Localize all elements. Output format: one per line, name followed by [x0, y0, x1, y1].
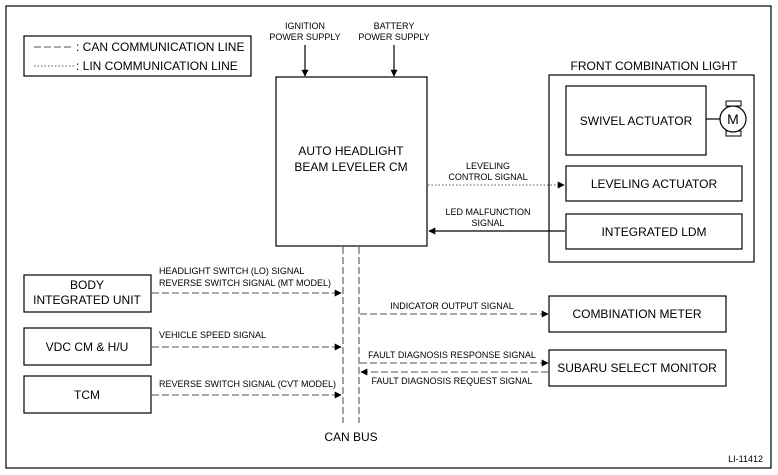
legend: : CAN COMMUNICATION LINE : LIN COMMUNICA…	[23, 35, 252, 77]
integrated-ldm-box	[565, 213, 743, 250]
auto-headlight-cm: AUTO HEADLIGHT BEAM LEVELER CM	[275, 76, 428, 247]
vdc-cm-hu-label: VDC CM & H/U	[46, 340, 129, 354]
battery-label-line1: BATTERY	[374, 21, 415, 31]
led-malfunction-label-line2: SIGNAL	[471, 218, 504, 228]
legend-box	[23, 35, 252, 77]
led-malfunction-label-line1: LED MALFUNCTION	[445, 207, 530, 217]
auto-headlight-cm-label-line1: AUTO HEADLIGHT	[298, 144, 404, 158]
subaru-select-monitor-box	[548, 349, 727, 387]
ignition-power-supply: IGNITION POWER SUPPLY	[269, 21, 341, 77]
combination-meter-box	[548, 295, 727, 333]
ignition-label-line1: IGNITION	[285, 21, 325, 31]
tcm-box	[23, 375, 152, 414]
vdc-cm-hu: VDC CM & H/U	[23, 327, 152, 366]
legend-can-label: : CAN COMMUNICATION LINE	[76, 40, 244, 54]
vehicle-speed-signal-label: VEHICLE SPEED SIGNAL	[159, 330, 266, 340]
auto-headlight-cm-label-line2: BEAM LEVELER CM	[294, 160, 407, 174]
ignition-label-line2: POWER SUPPLY	[269, 32, 340, 42]
motor-label: M	[727, 111, 739, 127]
can-bus: CAN BUS	[324, 247, 378, 444]
indicator-output-signal-label: INDICATOR OUTPUT SIGNAL	[390, 301, 514, 311]
vdc-cm-hu-box	[23, 327, 152, 366]
tcm-label: TCM	[74, 388, 100, 402]
integrated-ldm-label: INTEGRATED LDM	[601, 225, 706, 239]
motor-icon: M	[719, 100, 747, 137]
leveling-control-label-line2: CONTROL SIGNAL	[448, 172, 527, 182]
battery-label-line2: POWER SUPPLY	[358, 32, 429, 42]
subaru-select-monitor: SUBARU SELECT MONITOR	[548, 349, 727, 387]
reverse-cvt-signal-label: REVERSE SWITCH SIGNAL (CVT MODEL)	[159, 379, 336, 389]
body-integrated-unit-label-line2: INTEGRATED UNIT	[33, 293, 141, 307]
tcm: TCM	[23, 375, 152, 414]
fault-request-signal-label: FAULT DIAGNOSIS REQUEST SIGNAL	[371, 376, 532, 386]
outer-frame	[5, 5, 772, 469]
body-integrated-unit-box	[23, 274, 152, 313]
leveling-actuator-box	[565, 165, 743, 202]
body-integrated-unit: BODY INTEGRATED UNIT	[23, 274, 152, 313]
reverse-mt-signal-label: REVERSE SWITCH SIGNAL (MT MODEL)	[159, 278, 331, 288]
combination-meter-label: COMBINATION METER	[572, 307, 701, 321]
auto-headlight-cm-box	[275, 76, 428, 247]
subaru-select-monitor-label: SUBARU SELECT MONITOR	[557, 361, 717, 375]
legend-lin-label: : LIN COMMUNICATION LINE	[76, 59, 238, 73]
swivel-actuator-label: SWIVEL ACTUATOR	[580, 114, 693, 128]
led-malfunction-signal: LED MALFUNCTION SIGNAL	[428, 207, 565, 235]
combination-meter: COMBINATION METER	[548, 295, 727, 333]
can-bus-label: CAN BUS	[324, 430, 377, 444]
headlight-switch-signal-label: HEADLIGHT SWITCH (LO) SIGNAL	[159, 266, 304, 276]
leveling-control-signal: LEVELING CONTROL SIGNAL	[428, 161, 565, 189]
body-integrated-unit-label-line1: BODY	[70, 278, 104, 292]
swivel-actuator-box	[565, 85, 707, 156]
fault-response-signal-label: FAULT DIAGNOSIS RESPONSE SIGNAL	[368, 350, 536, 360]
leveling-actuator-label: LEVELING ACTUATOR	[591, 177, 718, 191]
battery-power-supply: BATTERY POWER SUPPLY	[358, 21, 430, 77]
front-combination-light-title: FRONT COMBINATION LIGHT	[571, 59, 739, 73]
figure-id: LI-11412	[728, 454, 763, 464]
leveling-control-label-line1: LEVELING	[466, 161, 510, 171]
front-combination-light: FRONT COMBINATION LIGHT SWIVEL ACTUATOR …	[548, 59, 755, 263]
